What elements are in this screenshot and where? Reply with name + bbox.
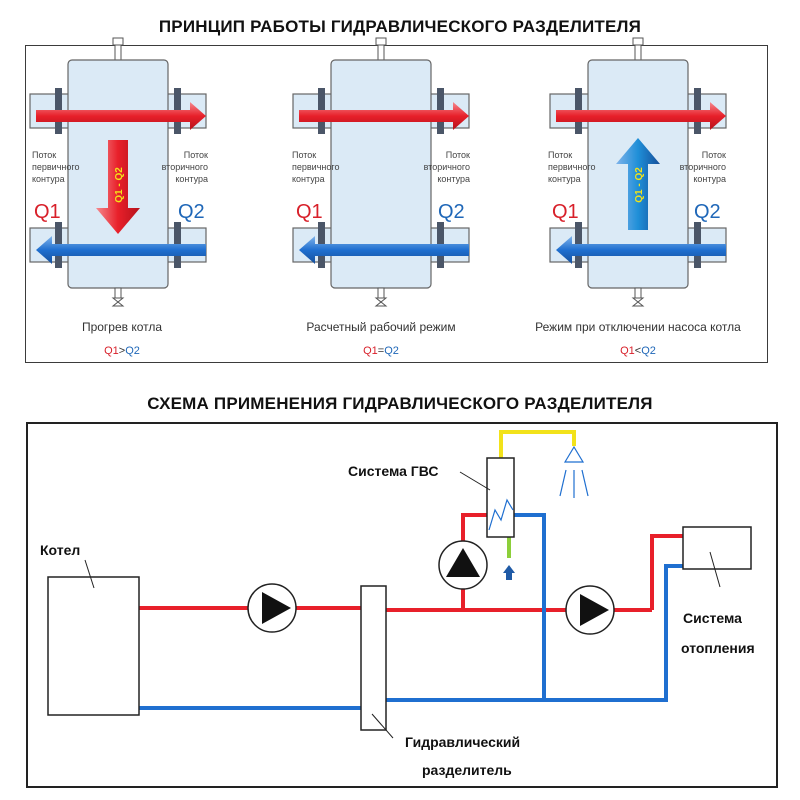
boiler-pump <box>247 583 297 633</box>
hydraulic-separator <box>360 585 387 731</box>
bypass-down-arrow <box>96 140 140 234</box>
heating-system <box>682 526 752 570</box>
bottom-title: СХЕМА ПРИМЕНЕНИЯ ГИДРАВЛИЧЕСКОГО РАЗДЕЛИ… <box>147 394 653 413</box>
svg-text:вторичного: вторичного <box>680 162 726 172</box>
heating-label: Система <box>683 610 742 626</box>
svg-text:вторичного: вторичного <box>162 162 208 172</box>
svg-text:первичного: первичного <box>292 162 339 172</box>
svg-text:первичного: первичного <box>548 162 595 172</box>
separator-label: Гидравлический <box>405 734 520 750</box>
svg-text:контура: контура <box>175 174 208 184</box>
svg-text:Поток: Поток <box>548 150 572 160</box>
boiler-label: Котел <box>40 542 80 558</box>
svg-text:Q1: Q1 <box>296 201 323 223</box>
svg-text:Поток: Поток <box>446 150 470 160</box>
svg-text:контура: контура <box>437 174 470 184</box>
return-flow-arrow <box>36 236 206 264</box>
svg-text:Q1: Q1 <box>552 201 579 223</box>
svg-text:первичного: первичного <box>32 162 79 172</box>
svg-text:Поток: Поток <box>292 150 316 160</box>
shower-icon <box>559 445 589 498</box>
relation-design: Q1=Q2 <box>363 345 399 357</box>
svg-text:контура: контура <box>32 174 65 184</box>
bypass-flow-label: Q1 - Q2 <box>114 167 125 203</box>
dhw-label: Система ГВС <box>348 463 438 479</box>
primary-flow-label: Поток <box>32 150 56 160</box>
dhw-tank <box>486 457 515 538</box>
q2-label: Q2 <box>178 201 205 223</box>
hot-flow-arrow <box>36 102 206 130</box>
dhw-supply-pipe <box>499 430 576 458</box>
bypass-up-arrow <box>616 138 660 230</box>
svg-text:отопления: отопления <box>681 640 755 656</box>
panel-pump-off <box>549 37 727 307</box>
secondary-flow-label: Поток <box>184 150 208 160</box>
return-pipes <box>139 513 683 710</box>
svg-text:Q1 - Q2: Q1 - Q2 <box>634 167 645 203</box>
svg-text:вторичного: вторичного <box>424 162 470 172</box>
svg-text:Q2: Q2 <box>438 201 465 223</box>
svg-text:контура: контура <box>693 174 726 184</box>
q1-label: Q1 <box>34 201 61 223</box>
svg-text:разделитель: разделитель <box>422 762 512 778</box>
svg-text:Q2: Q2 <box>694 201 721 223</box>
dhw-pump <box>438 540 488 590</box>
top-title: ПРИНЦИП РАБОТЫ ГИДРАВЛИЧЕСКОГО РАЗДЕЛИТЕ… <box>158 17 642 36</box>
panel-warmup <box>29 37 207 307</box>
heating-pump <box>565 585 615 635</box>
svg-text:контура: контура <box>548 174 581 184</box>
caption-pump-off: Режим при отключении насоса котла <box>535 320 741 334</box>
cold-water-arrow-icon <box>503 565 515 580</box>
relation-pump-off: Q1<Q2 <box>620 345 656 357</box>
schema-panel <box>26 422 778 788</box>
svg-text:контура: контура <box>292 174 325 184</box>
caption-warmup: Прогрев котла <box>82 320 162 334</box>
panel-design-mode <box>292 37 470 307</box>
relation-warmup: Q1>Q2 <box>104 345 140 357</box>
boiler <box>47 576 140 716</box>
svg-text:Поток: Поток <box>702 150 726 160</box>
caption-design: Расчетный рабочий режим <box>306 320 455 334</box>
